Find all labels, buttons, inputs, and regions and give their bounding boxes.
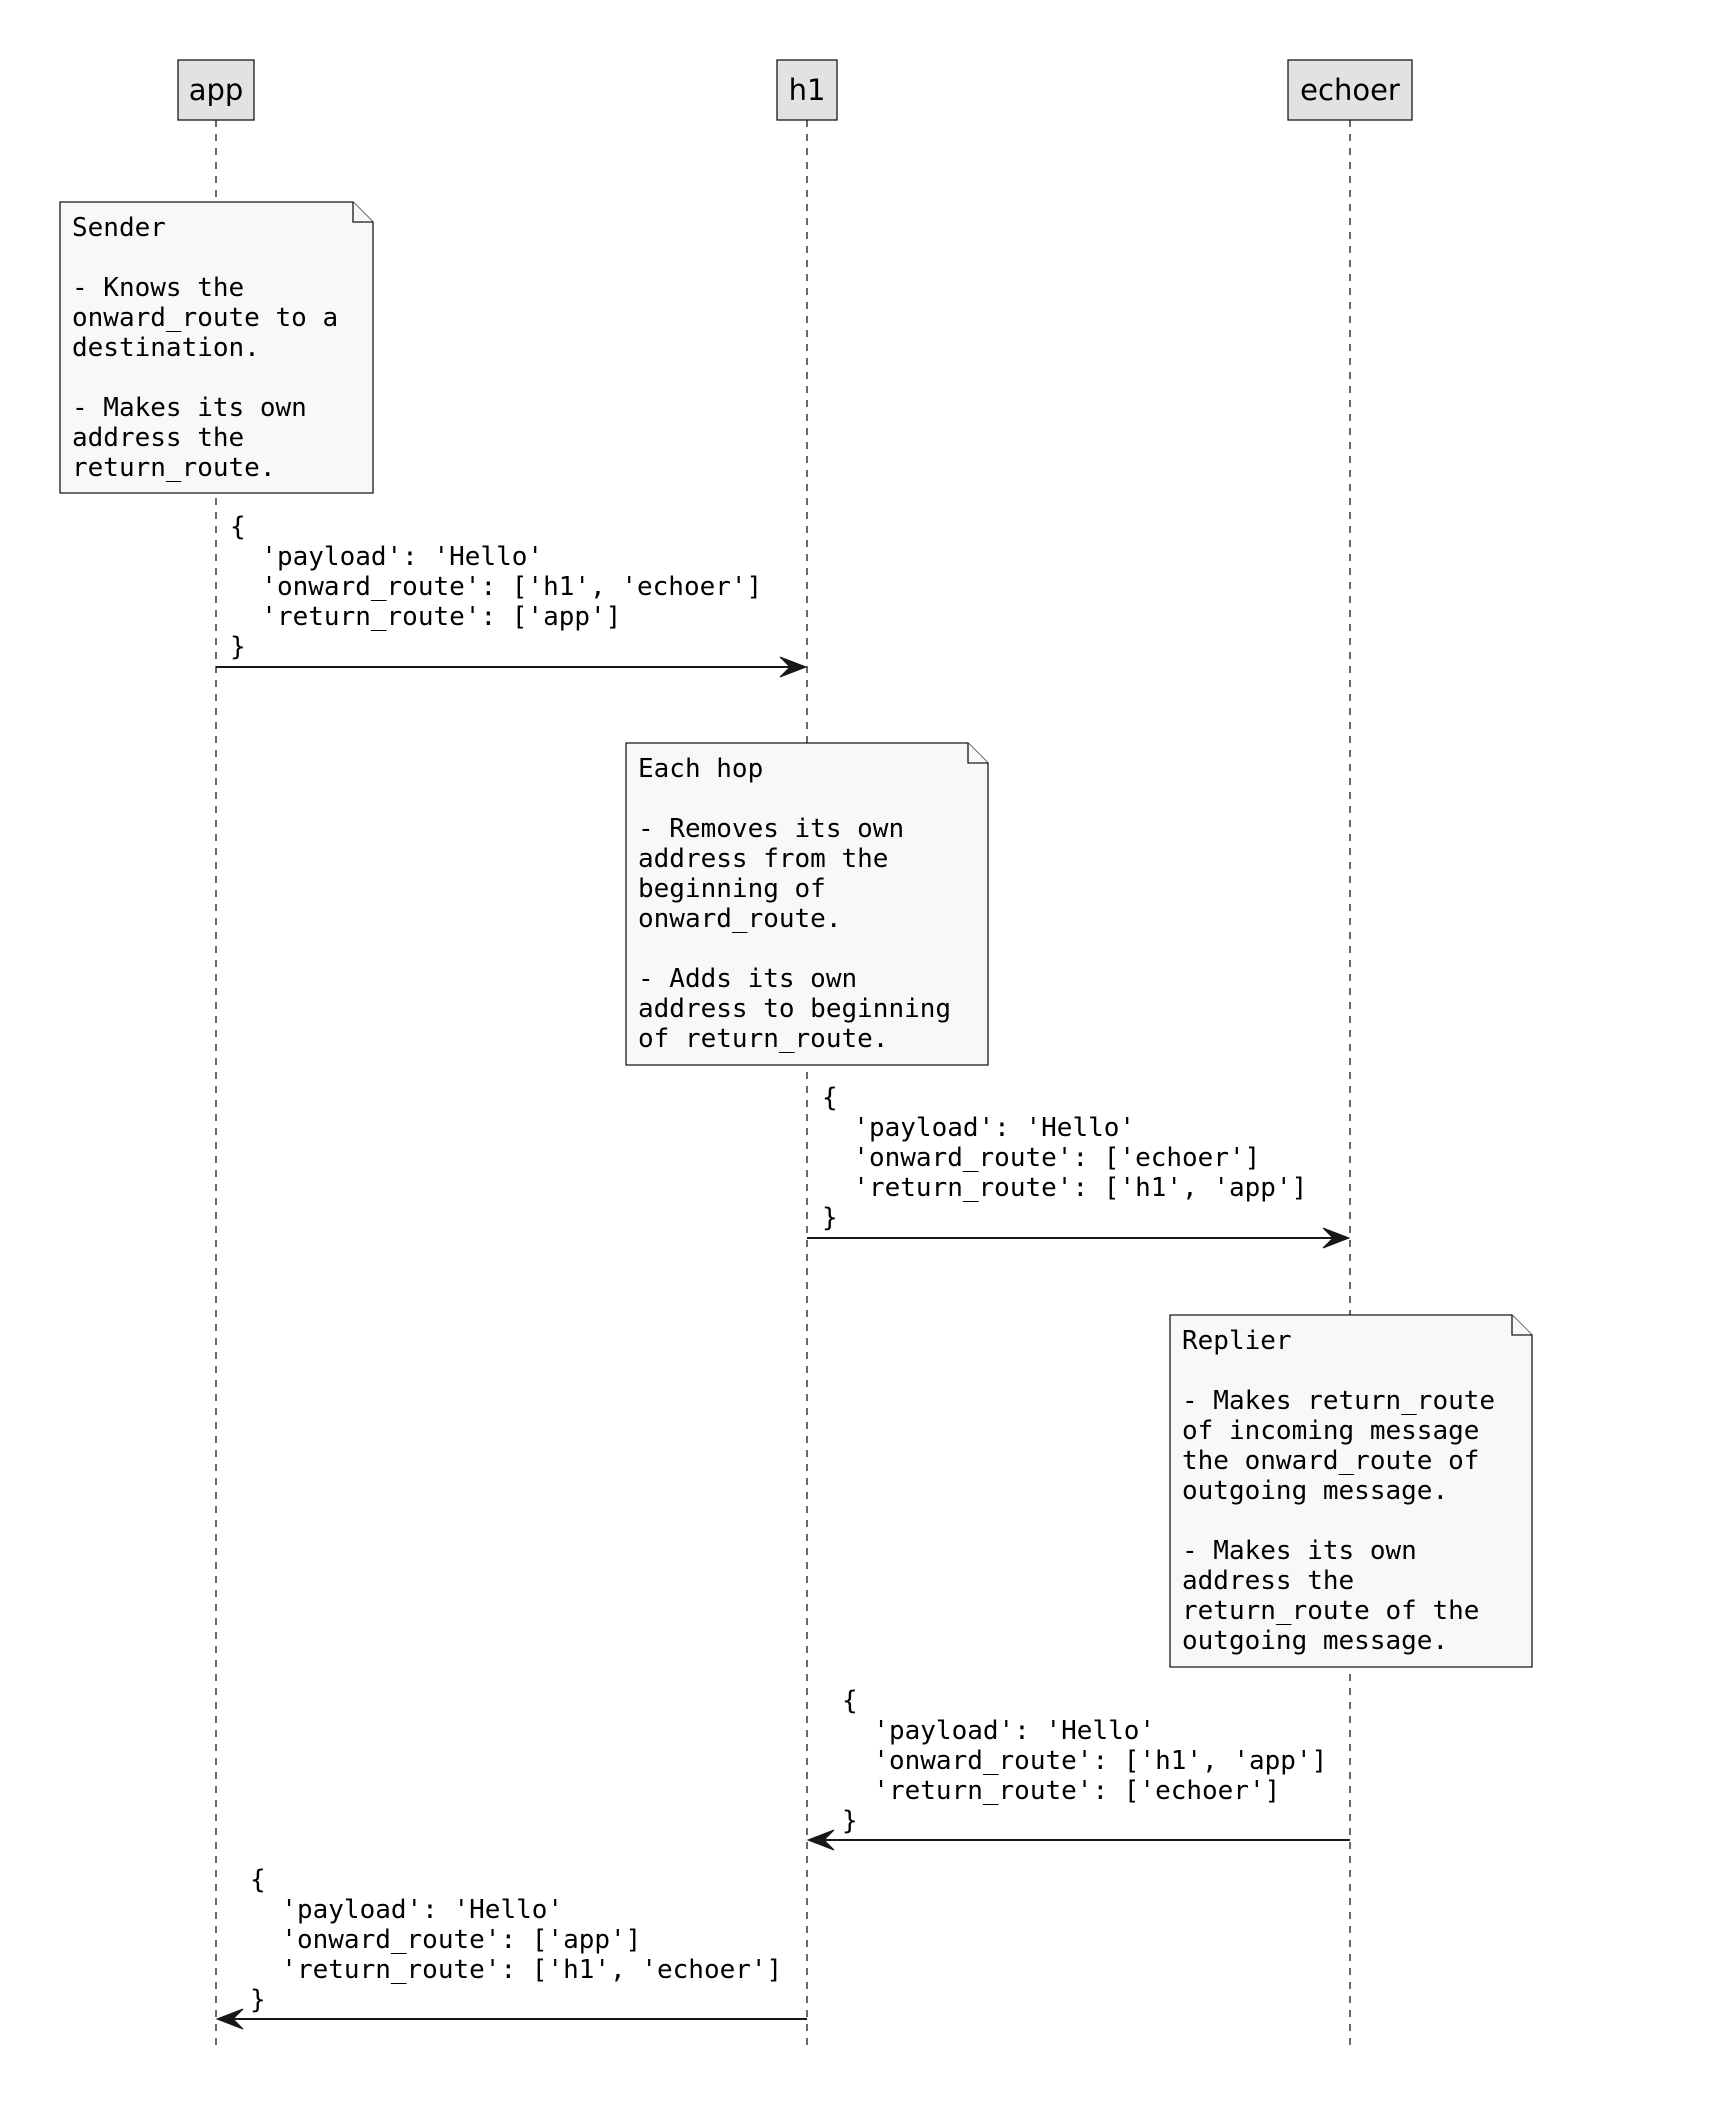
note-echoer-line: of incoming message bbox=[1182, 1416, 1479, 1446]
note-app-line: - Makes its own bbox=[72, 393, 307, 423]
participant-app-label: app bbox=[189, 73, 244, 107]
note-h1-corner-fold bbox=[967, 743, 988, 764]
note-echoer-line: - Makes its own bbox=[1182, 1536, 1417, 1566]
message-h1-to-echoer-line: 'onward_route': ['echoer'] bbox=[822, 1143, 1260, 1173]
message-app-to-h1-line: } bbox=[230, 632, 246, 662]
message-app-to-h1: { 'payload': 'Hello' 'onward_route': ['h… bbox=[216, 512, 808, 678]
participant-echoer: echoer bbox=[1287, 59, 1413, 121]
message-h1-to-echoer-line: 'payload': 'Hello' bbox=[822, 1113, 1135, 1143]
note-h1-line: beginning of bbox=[638, 874, 826, 904]
note-app-line: address the bbox=[72, 423, 244, 453]
participant-h1: h1 bbox=[776, 59, 838, 121]
note-echoer-line: Replier bbox=[1182, 1326, 1292, 1356]
message-h1-to-app: { 'payload': 'Hello' 'onward_route': ['a… bbox=[215, 1865, 807, 2030]
note-echoer-corner-fold bbox=[1511, 1315, 1532, 1336]
message-h1-to-app-line: 'onward_route': ['app'] bbox=[250, 1925, 641, 1955]
participant-echoer-box bbox=[1287, 59, 1413, 121]
participant-echoer-label: echoer bbox=[1300, 73, 1400, 107]
participant-app: app bbox=[177, 59, 255, 121]
message-h1-to-app-line: 'return_route': ['h1', 'echoer'] bbox=[250, 1955, 782, 1985]
note-echoer-box bbox=[1169, 1314, 1533, 1668]
note-app-line: Sender bbox=[72, 213, 166, 243]
message-h1-to-echoer-line: 'return_route': ['h1', 'app'] bbox=[822, 1173, 1307, 1203]
note-h1-line: - Adds its own bbox=[638, 964, 857, 994]
note-h1-line: of return_route. bbox=[638, 1024, 888, 1054]
note-h1-line: - Removes its own bbox=[638, 814, 904, 844]
message-app-to-h1-line: 'onward_route': ['h1', 'echoer'] bbox=[230, 572, 762, 602]
message-echoer-to-h1-line: 'payload': 'Hello' bbox=[842, 1716, 1155, 1746]
participant-app-box bbox=[177, 59, 255, 121]
note-echoer-line: the onward_route of bbox=[1182, 1446, 1479, 1476]
note-h1-box bbox=[625, 742, 989, 1066]
participant-h1-box bbox=[776, 59, 838, 121]
message-h1-to-echoer: { 'payload': 'Hello' 'onward_route': ['e… bbox=[807, 1083, 1351, 1249]
message-echoer-to-h1-line: { bbox=[842, 1686, 858, 1716]
note-app-line: return_route. bbox=[72, 453, 276, 483]
participants-layer: app h1 echoer bbox=[177, 59, 1413, 121]
note-h1-line: onward_route. bbox=[638, 904, 842, 934]
message-h1-to-app-line: 'payload': 'Hello' bbox=[250, 1895, 563, 1925]
message-h1-to-echoer-line: { bbox=[822, 1083, 838, 1113]
note-app-box bbox=[59, 201, 374, 494]
note-app-corner-fold bbox=[352, 202, 373, 223]
note-echoer-line: outgoing message. bbox=[1182, 1476, 1448, 1506]
message-echoer-to-h1-line: 'return_route': ['echoer'] bbox=[842, 1776, 1280, 1806]
note-echoer-line: outgoing message. bbox=[1182, 1626, 1448, 1656]
message-app-to-h1-line: 'return_route': ['app'] bbox=[230, 602, 621, 632]
message-app-to-h1-line: { bbox=[230, 512, 246, 542]
note-echoer-line: address the bbox=[1182, 1566, 1354, 1596]
arrowhead-icon bbox=[215, 2008, 244, 2030]
arrowhead-icon bbox=[1322, 1227, 1351, 1249]
message-echoer-to-h1-line: 'onward_route': ['h1', 'app'] bbox=[842, 1746, 1327, 1776]
note-h1-line: address to beginning bbox=[638, 994, 951, 1024]
messages-layer: { 'payload': 'Hello' 'onward_route': ['h… bbox=[215, 512, 1351, 2030]
note-app-line: destination. bbox=[72, 333, 260, 363]
message-h1-to-echoer-line: } bbox=[822, 1203, 838, 1233]
message-h1-to-app-line: } bbox=[250, 1985, 266, 2015]
note-app-line: onward_route to a bbox=[72, 303, 338, 333]
note-h1-line: Each hop bbox=[638, 754, 763, 784]
arrowhead-icon bbox=[806, 1829, 835, 1851]
note-echoer-line: return_route of the bbox=[1182, 1596, 1479, 1626]
message-echoer-to-h1: { 'payload': 'Hello' 'onward_route': ['h… bbox=[806, 1686, 1350, 1851]
note-h1-line: address from the bbox=[638, 844, 888, 874]
message-app-to-h1-line: 'payload': 'Hello' bbox=[230, 542, 543, 572]
arrowhead-icon bbox=[779, 656, 808, 678]
note-echoer-line: - Makes return_route bbox=[1182, 1386, 1495, 1416]
message-echoer-to-h1-line: } bbox=[842, 1806, 858, 1836]
message-h1-to-app-line: { bbox=[250, 1865, 266, 1895]
note-app-line: - Knows the bbox=[72, 273, 244, 303]
participant-h1-label: h1 bbox=[789, 73, 826, 107]
